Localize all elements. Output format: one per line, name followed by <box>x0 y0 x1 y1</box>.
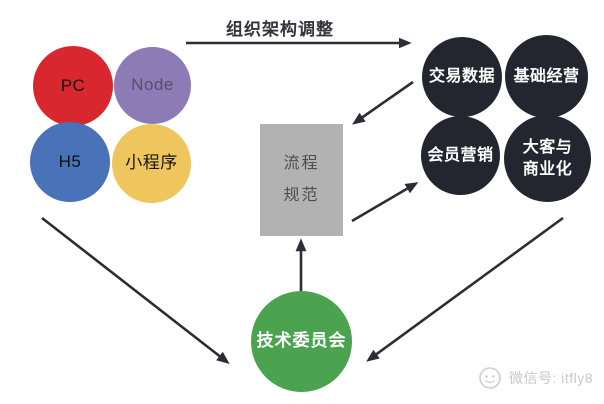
watermark: 微信号: itfly8 <box>477 365 593 391</box>
node-member-marketing-label: 会员营销 <box>427 146 494 164</box>
org-adjustment-label: 组织架构调整 <box>226 20 334 39</box>
arrow-right-to-committee <box>366 216 564 362</box>
node-node-label: Node <box>131 75 174 95</box>
process-standards-box: 流程 规范 <box>260 124 343 236</box>
arrow-left-to-committee <box>41 216 230 364</box>
node-tech-committee: 技术委员会 <box>251 291 352 392</box>
node-basic-operations-label: 基础经营 <box>513 67 580 85</box>
arrow-data-to-process <box>352 80 414 125</box>
node-pc: PC <box>33 46 113 126</box>
node-pc-label: PC <box>60 75 86 95</box>
node-key-accounts-label-line2: 商业化 <box>522 160 573 178</box>
node-h5: H5 <box>30 122 110 202</box>
wechat-logo-icon <box>479 367 501 389</box>
node-tech-committee-label: 技术委员会 <box>256 331 347 351</box>
node-h5-label: H5 <box>58 151 82 171</box>
process-box-line2: 规范 <box>283 187 320 204</box>
node-miniprogram-label: 小程序 <box>125 153 178 173</box>
node-node: Node <box>114 47 191 124</box>
node-transaction-data: 交易数据 <box>422 37 502 117</box>
node-basic-operations: 基础经营 <box>505 35 588 118</box>
arrow-process-to-marketing <box>351 182 419 223</box>
node-member-marketing: 会员营销 <box>421 116 500 195</box>
watermark-text: 微信号: itfly8 <box>509 370 594 386</box>
node-transaction-data-label: 交易数据 <box>428 68 495 86</box>
node-key-accounts: 大客与 商业化 <box>504 115 591 202</box>
node-miniprogram: 小程序 <box>112 124 191 203</box>
process-box-line1: 流程 <box>283 155 320 172</box>
node-key-accounts-label-line1: 大客与 <box>522 138 573 156</box>
